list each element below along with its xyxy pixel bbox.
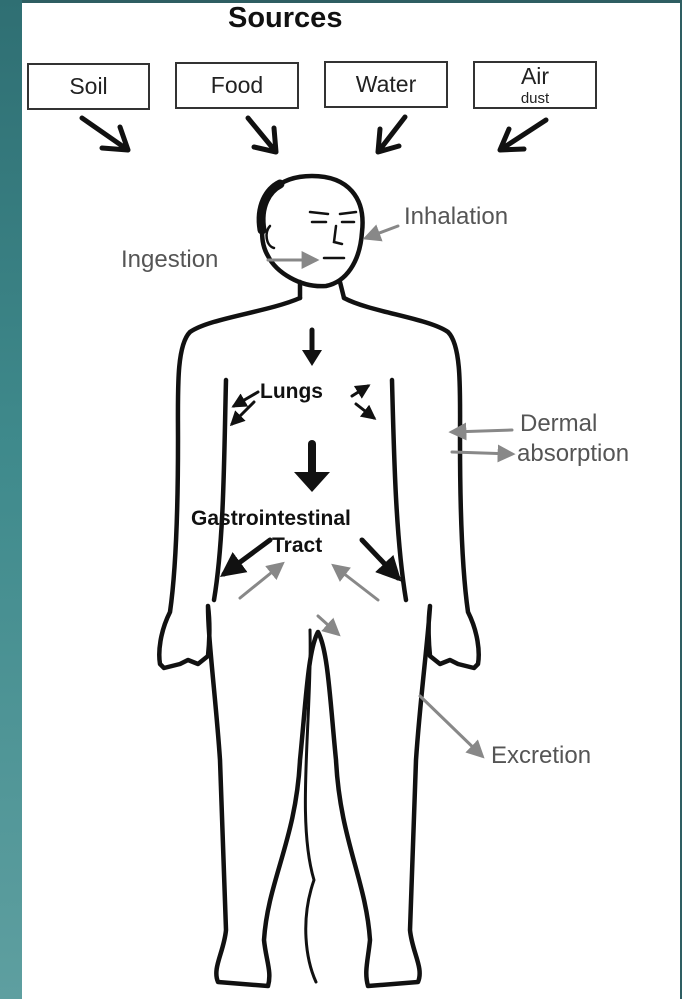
label-gi-line1: Gastrointestinal [191,507,351,531]
arrow-gi-right [362,540,398,578]
arrow-lungs-right-b [356,404,374,418]
arrow-soil [82,118,128,150]
left-brow [310,212,328,214]
arrow-air [500,120,546,150]
arrow-down-lower-head [294,472,330,492]
arrow-inhalation [366,226,398,238]
face [267,212,356,258]
arrow-lungs-left-a [234,392,258,406]
arrow-down-upper-head [302,350,322,366]
right-inner-arm [392,380,406,600]
arrow-gi-up-right [334,566,378,600]
nose [334,226,342,244]
head [261,176,362,286]
hair [261,184,280,230]
arrow-water [378,117,405,152]
right-brow [340,212,356,214]
arrow-gi-up-left [240,564,282,598]
arrow-gi-left [224,540,270,574]
label-dermal-line2: absorption [517,440,629,468]
ear [267,226,274,248]
arrow-excretion [420,696,482,756]
arrow-dermal-out [452,452,512,454]
arrow-inner-small [318,616,338,634]
source-arrows [82,117,546,152]
arrow-food [248,118,276,152]
label-lungs: Lungs [260,380,323,404]
label-gi-line2: Tract [272,534,322,558]
body-outline [159,176,478,986]
left-inner-arm [214,380,226,600]
label-ingestion: Ingestion [121,246,218,274]
arrow-dermal-in [452,430,512,432]
label-inhalation: Inhalation [404,203,508,231]
label-excretion: Excretion [491,742,591,770]
arrow-lungs-right-a [352,386,368,396]
label-dermal-line1: Dermal [520,410,597,438]
